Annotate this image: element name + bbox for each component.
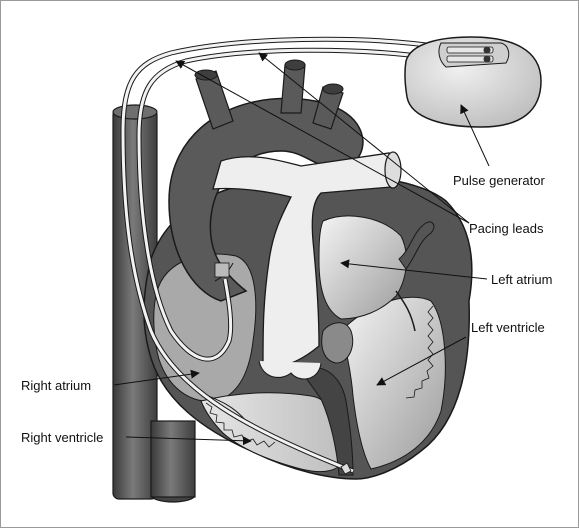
pulse-generator-device (405, 37, 541, 127)
label-pacing-leads: Pacing leads (469, 221, 544, 236)
label-left-ventricle: Left ventricle (471, 320, 545, 335)
label-right-ventricle: Right ventricle (21, 430, 103, 445)
label-right-atrium: Right atrium (21, 378, 91, 393)
label-left-atrium: Left atrium (491, 272, 552, 287)
label-pulse-generator: Pulse generator (453, 173, 545, 188)
mitral-valve (322, 323, 353, 363)
